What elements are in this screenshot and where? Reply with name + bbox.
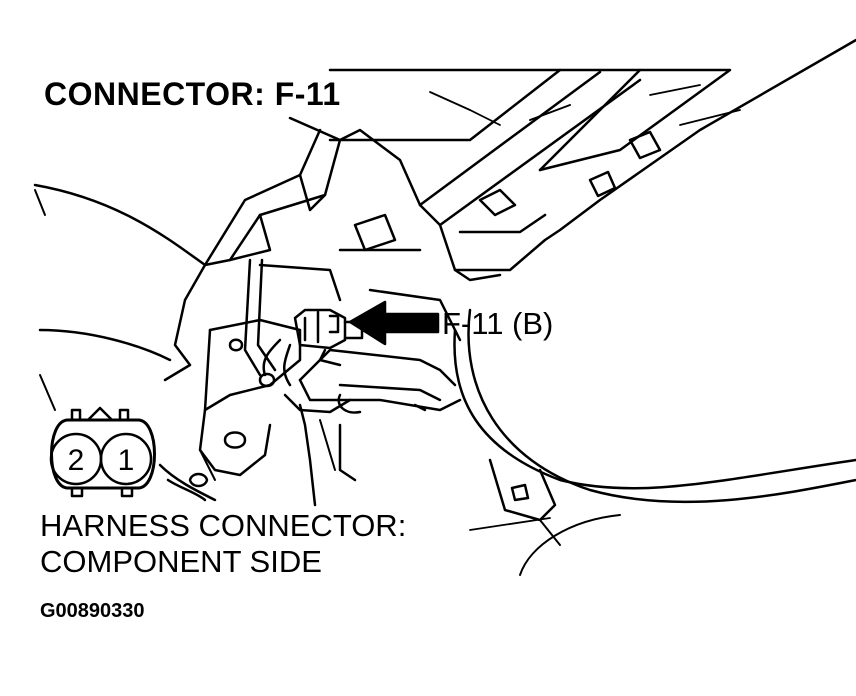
page-title: CONNECTOR: F-11 [44, 76, 341, 112]
pin-1-circle [99, 432, 153, 486]
callout-label: F-11 (B) [442, 306, 554, 341]
connector-f11-component [262, 308, 364, 387]
harness-leader-line [469, 517, 551, 531]
left-fender [33, 183, 207, 382]
pin-1-label: 1 [118, 444, 135, 477]
left-bracket [203, 116, 422, 267]
figure-id: G00890330 [40, 600, 145, 622]
harness-caption-line-1: HARNESS CONNECTOR: [40, 508, 407, 543]
harness-connector-face: 2 1 [49, 406, 156, 498]
chassis-frame [328, 38, 856, 282]
lower-hose [39, 374, 217, 502]
harness-connector-caption: HARNESS CONNECTOR: COMPONENT SIDE [40, 508, 406, 580]
harness-caption-line-2: COMPONENT SIDE [40, 544, 322, 579]
pin-2-label: 2 [68, 444, 85, 477]
callout-arrow [348, 300, 440, 346]
mount-bracket [198, 258, 462, 507]
wheel-well [453, 308, 856, 576]
